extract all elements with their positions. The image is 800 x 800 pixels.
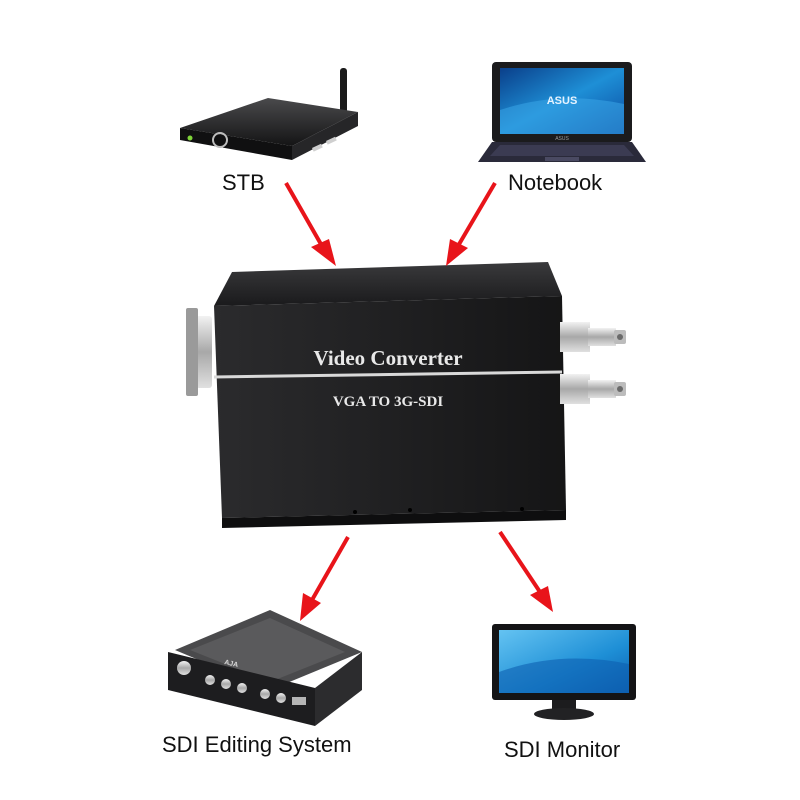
sdi-monitor-device	[492, 624, 636, 720]
converter-screw-hole	[520, 507, 524, 511]
flow-arrows	[284, 181, 553, 621]
sdi-editing-bnc-port	[237, 683, 247, 693]
converter-top-face	[214, 262, 562, 306]
sdi-editing-brand: AJA	[224, 659, 239, 669]
converter-vga-plate	[186, 308, 198, 396]
arrow-converter-to-sdi-editing	[300, 536, 350, 621]
notebook-screen-wave	[500, 98, 624, 134]
notebook-device: ASUS ASUS	[478, 62, 646, 162]
stb-usb-port	[311, 143, 323, 152]
notebook-bezel-brand: ASUS	[555, 136, 569, 142]
sdi-editing-bnc-port	[260, 689, 270, 699]
converter-title: Video Converter	[313, 346, 462, 370]
sdi-editing-device: AJA	[168, 610, 362, 726]
notebook-label: Notebook	[508, 170, 603, 195]
sdi-editing-top-panel	[190, 618, 345, 682]
sdi-editing-label: SDI Editing System	[162, 732, 352, 757]
notebook-keyboard	[490, 145, 634, 156]
sdi-editing-bnc-port	[276, 693, 286, 703]
arrow-notebook-to-converter	[446, 181, 497, 266]
arrow-stb-to-converter	[284, 182, 336, 266]
stb-label: STB	[222, 170, 265, 195]
sdi-editing-bnc-port	[221, 679, 231, 689]
arrow-converter-to-sdi-monitor	[498, 530, 553, 612]
stb-antenna	[340, 68, 347, 118]
sdi-monitor-neck	[552, 700, 576, 710]
sdi-monitor-stand	[534, 708, 594, 720]
converter-front-face	[214, 296, 566, 518]
stb-usb-port	[326, 136, 337, 145]
stb-led	[187, 135, 193, 141]
converter-bnc-port-top	[560, 322, 626, 352]
stb-device	[180, 68, 358, 160]
stb-front	[180, 128, 292, 160]
converter-screw-hole	[408, 508, 412, 512]
notebook-touchpad	[545, 157, 579, 161]
stb-side	[292, 112, 358, 160]
sdi-editing-bnc-port	[205, 675, 215, 685]
sdi-editing-side	[315, 652, 362, 726]
converter-device: Video Converter VGA TO 3G-SDI	[186, 262, 626, 528]
sdi-editing-dsub-port	[292, 697, 306, 705]
notebook-screen-brand: ASUS	[547, 95, 578, 107]
converter-subtitle: VGA TO 3G-SDI	[333, 394, 443, 410]
converter-divider	[213, 370, 563, 379]
converter-vga-port	[196, 316, 212, 388]
converter-screw-hole	[353, 510, 357, 514]
stb-power-button	[212, 132, 228, 148]
converter-bottom	[222, 510, 566, 528]
sdi-monitor-screen-wave	[499, 658, 629, 693]
converter-bnc-port-bottom	[560, 374, 626, 404]
sdi-editing-xlr-port	[177, 661, 191, 675]
sdi-monitor-label: SDI Monitor	[504, 737, 621, 762]
